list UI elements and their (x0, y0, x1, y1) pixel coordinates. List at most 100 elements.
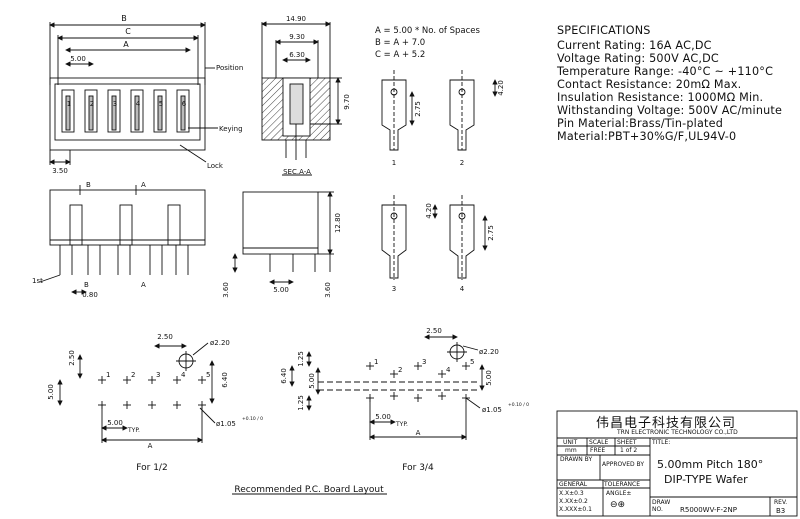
front-pin-number: 2 (90, 100, 94, 108)
tol-xxx: X.XXX±0.1 (559, 506, 592, 513)
pcb1-dim-a: A (148, 442, 153, 450)
side-right-tail: 3.60 (324, 282, 332, 298)
front-pin-number: 6 (182, 100, 187, 108)
pin-type-2 (449, 70, 498, 151)
dim-a: A (123, 40, 129, 49)
contact-pin (65, 95, 71, 131)
tol-xx: X.XX±0.2 (559, 498, 588, 505)
pcb1-offset-x: 2.50 (157, 333, 173, 341)
spec-line: Voltage Rating: 500V AC,DC (557, 52, 719, 65)
pcb2-pin-number: 5 (470, 358, 474, 366)
unit-label: UNIT (563, 439, 578, 446)
pcb-layout-1-2 (57, 342, 216, 443)
side-left-tail: 3.60 (222, 282, 230, 298)
pcb2-pin-number: 3 (422, 358, 426, 366)
contact-slot (107, 89, 121, 133)
pcb2-bottom-offset: 1.25 (297, 395, 305, 411)
tol-x: X.X±0.3 (559, 490, 584, 497)
spec-line: Insulation Resistance: 1000MΩ Min. (557, 91, 764, 104)
spec-line: Temperature Range: -40°C ~ +110°C (557, 65, 774, 78)
side-view (232, 191, 334, 285)
pcb-layout-3-4 (289, 334, 485, 440)
contact-pin (134, 95, 140, 131)
spec-line: Pin Material:Brass/Tin-plated (557, 117, 723, 130)
dim-pitch: 5.00 (70, 55, 86, 63)
formula-c: C = A + 5.2 (375, 50, 425, 60)
rev-label: REV. (774, 499, 788, 506)
formula-b: B = A + 7.0 (375, 38, 425, 48)
contact-slot (61, 89, 75, 133)
section-height: 9.70 (343, 94, 351, 110)
lock-label: Lock (207, 162, 224, 170)
pcb1-hole: ø2.20 (210, 339, 230, 347)
pcb2-pitch: 5.00 (375, 413, 391, 421)
bottom-marker-b-top: B (86, 181, 91, 189)
pcb1-pitch: 5.00 (107, 419, 123, 427)
pcb2-offset-y: 1.25 (297, 351, 305, 367)
front-pin-number: 1 (67, 100, 71, 108)
front-pin-number: 3 (113, 100, 117, 108)
contact-pin (88, 95, 94, 131)
drawn-by-label: DRAWN BY (560, 456, 593, 463)
sheet-value: 1 of 2 (620, 447, 638, 454)
front-pin-number: 4 (136, 100, 141, 108)
pcb2-row-gap: 5.00 (308, 373, 316, 389)
pcb2-typ: TYP. (395, 421, 408, 428)
side-pitch: 5.00 (273, 286, 289, 294)
pcb1-typ: TYP. (127, 427, 140, 434)
pcb1-pin-number: 3 (156, 371, 160, 379)
spec-heading: SPECIFICATIONS (557, 24, 651, 37)
contact-pin (157, 95, 163, 131)
projection-symbol-icon: ⊖⊕ (610, 500, 626, 510)
position-label: Position (216, 64, 243, 72)
bottom-marker-b-bottom: B (84, 281, 89, 289)
pin2-label: 2 (460, 159, 464, 167)
section-caption: SEC.A-A (283, 168, 311, 176)
pcb2-offset-x: 2.50 (426, 327, 442, 335)
footer-note: Recommended P.C. Board Layout (234, 485, 384, 495)
pin-width: 0.80 (82, 291, 98, 299)
drawing-title-line1: 5.00mm Pitch 180° (657, 458, 764, 471)
pcb2-pin-number: 2 (398, 366, 402, 374)
general-label: GENERAL (559, 481, 588, 488)
pcb2-key-offset: 6.40 (280, 368, 288, 384)
pcb2-pin-hole: ø1.05 (482, 406, 502, 414)
pin1-label: 1 (392, 159, 396, 167)
pcb1-pin-hole: ø1.05 (216, 420, 236, 428)
title-block-frame (556, 410, 798, 517)
company-name-en: TRN ELECTRONIC TECHNOLOGY CO.,LTD (617, 429, 738, 436)
drawing-title-line2: DIP-TYPE Wafer (664, 473, 748, 486)
bottom-marker-a-bottom: A (141, 281, 146, 289)
contact-pin (111, 95, 117, 131)
keying-label: Keying (219, 125, 243, 133)
pcb2-pin-number: 4 (446, 366, 451, 374)
pcb1-pin-number: 2 (131, 371, 135, 379)
dim-bottom: 3.50 (52, 167, 68, 175)
pcb2-row-gap-right: 5.00 (485, 370, 493, 386)
front-pin-number: 5 (159, 100, 163, 108)
dim-b: B (121, 14, 127, 23)
pcb1-pin-number: 5 (206, 371, 210, 379)
pcb1-key-offset: 6.40 (221, 372, 229, 388)
pin4-dim: 2.75 (487, 225, 495, 241)
dim-c: C (125, 27, 131, 36)
unit-value: mm (565, 447, 577, 454)
pin3-dim: 4.20 (425, 203, 433, 219)
spec-line: Current Rating: 16A AC,DC (557, 39, 712, 52)
contact-slot (130, 89, 144, 133)
contact-slot (153, 89, 167, 133)
pin1-dim: 2.75 (414, 101, 422, 117)
pin3-label: 3 (392, 285, 396, 293)
pcb2-caption: For 3/4 (402, 463, 434, 473)
spec-line: Material:PBT+30%G/F,UL94V-0 (557, 130, 737, 143)
pcb2-dim-a: A (416, 429, 421, 437)
section-width-mid: 9.30 (289, 33, 305, 41)
pcb1-offset-y: 2.50 (68, 350, 76, 366)
pcb1-pin-number: 1 (106, 371, 110, 379)
pin-type-1 (381, 70, 415, 151)
section-width-total: 14.90 (286, 15, 306, 23)
approved-by-label: APPROVED BY (602, 461, 645, 468)
draw-no-label: DRAW NO. (652, 499, 671, 513)
